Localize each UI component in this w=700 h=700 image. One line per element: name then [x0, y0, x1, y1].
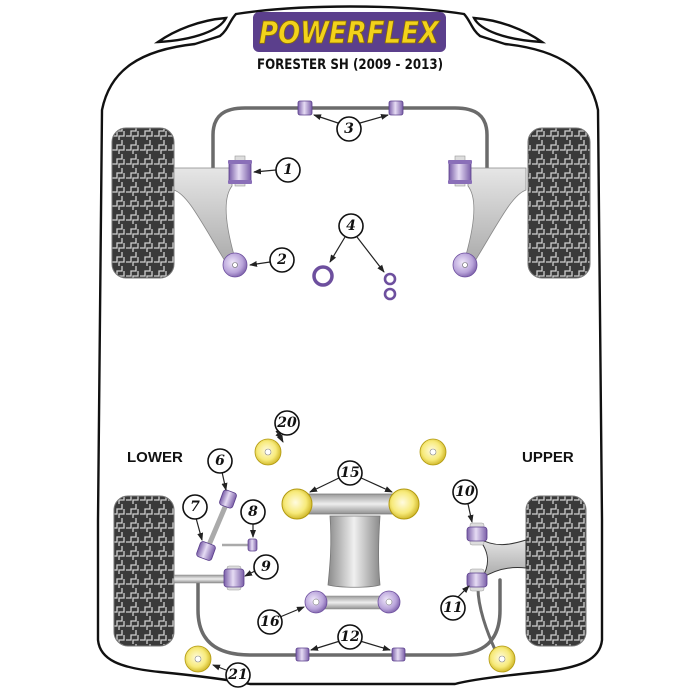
- bush-4-large-ring: [312, 265, 334, 287]
- bush-10: [466, 522, 488, 546]
- bush-3-right: [388, 100, 404, 116]
- bush-12-right: [391, 647, 406, 662]
- svg-text:20: 20: [276, 415, 297, 431]
- bush-4-small-ring-b: [383, 287, 397, 301]
- front-right-tyre: [527, 127, 591, 279]
- right-mirror: [471, 16, 547, 44]
- bush-12-left: [295, 647, 310, 662]
- lower-label: LOWER: [127, 449, 183, 466]
- rear-upper-arm: [477, 537, 527, 579]
- callout-15: 15: [309, 460, 393, 493]
- rear-anti-roll-bar: [196, 578, 502, 657]
- svg-text:9: 9: [261, 559, 271, 575]
- bush-20-left: [254, 438, 282, 466]
- bush-7: [196, 541, 216, 561]
- bush-2-right: [452, 252, 478, 278]
- bush-1-right: [448, 155, 472, 187]
- powerflex-logo: POWERFLEX: [253, 12, 446, 52]
- callout-3: 3: [313, 114, 389, 142]
- bush-15-right: [388, 488, 420, 520]
- callout-11: 11: [440, 585, 470, 621]
- model-title: FORESTER SH (2009 - 2013): [257, 57, 443, 73]
- callout-8: 8: [240, 499, 266, 538]
- svg-text:15: 15: [340, 465, 359, 481]
- bush-20-right: [419, 438, 447, 466]
- bush-16-right: [377, 590, 401, 614]
- callout-1: 1: [253, 157, 301, 183]
- link-7: [203, 497, 231, 555]
- svg-text:6: 6: [215, 453, 225, 469]
- callout-9: 9: [244, 554, 279, 580]
- front-anti-roll-bar: [211, 106, 489, 188]
- bush-11: [466, 568, 488, 592]
- car-body-outline: [96, 5, 604, 686]
- rear-crossmember-bar: [297, 493, 405, 515]
- callout-12: 12: [310, 624, 391, 651]
- left-mirror: [153, 16, 229, 44]
- bush-2-left: [222, 252, 248, 278]
- rear-right-tyre: [525, 495, 587, 647]
- callout-20: 20: [274, 410, 300, 443]
- callout-16: 16: [257, 606, 305, 635]
- bush-15-left: [281, 488, 313, 520]
- upper-label: UPPER: [522, 449, 574, 466]
- bush-21-right: [488, 645, 516, 673]
- front-right-wishbone: [463, 167, 527, 267]
- svg-text:4: 4: [346, 218, 356, 234]
- bush-3-left: [297, 100, 313, 116]
- front-left-tyre: [111, 127, 175, 279]
- svg-text:8: 8: [248, 504, 258, 520]
- rear-lower-arm: [173, 574, 231, 584]
- svg-text:10: 10: [455, 484, 475, 500]
- rear-left-tyre: [113, 495, 175, 647]
- svg-text:11: 11: [443, 600, 462, 616]
- rear-crossmember-pillar: [327, 515, 381, 588]
- bush-6: [219, 489, 237, 509]
- front-suspension: [111, 100, 591, 301]
- bush-8: [247, 538, 258, 552]
- svg-text:21: 21: [227, 667, 247, 683]
- svg-text:1: 1: [283, 162, 293, 178]
- bush-16-left: [304, 590, 328, 614]
- bush-21-left: [184, 645, 212, 673]
- callout-10: 10: [452, 479, 478, 523]
- callout-4: 4: [329, 213, 385, 273]
- callout-7: 7: [182, 494, 208, 541]
- svg-text:2: 2: [276, 252, 287, 268]
- svg-text:16: 16: [260, 614, 280, 630]
- brand-text: POWERFLEX: [259, 16, 441, 51]
- svg-text:7: 7: [190, 499, 200, 515]
- bush-9: [223, 565, 245, 591]
- front-left-wishbone: [173, 167, 237, 267]
- bush-4-small-ring-a: [383, 272, 397, 286]
- rear-suspension: [113, 438, 587, 673]
- bush-1-left: [228, 155, 252, 187]
- svg-text:12: 12: [340, 629, 360, 645]
- callout-2: 2: [249, 247, 295, 273]
- callout-6: 6: [207, 448, 233, 491]
- svg-text:3: 3: [344, 121, 354, 137]
- callout-21: 21: [212, 662, 251, 688]
